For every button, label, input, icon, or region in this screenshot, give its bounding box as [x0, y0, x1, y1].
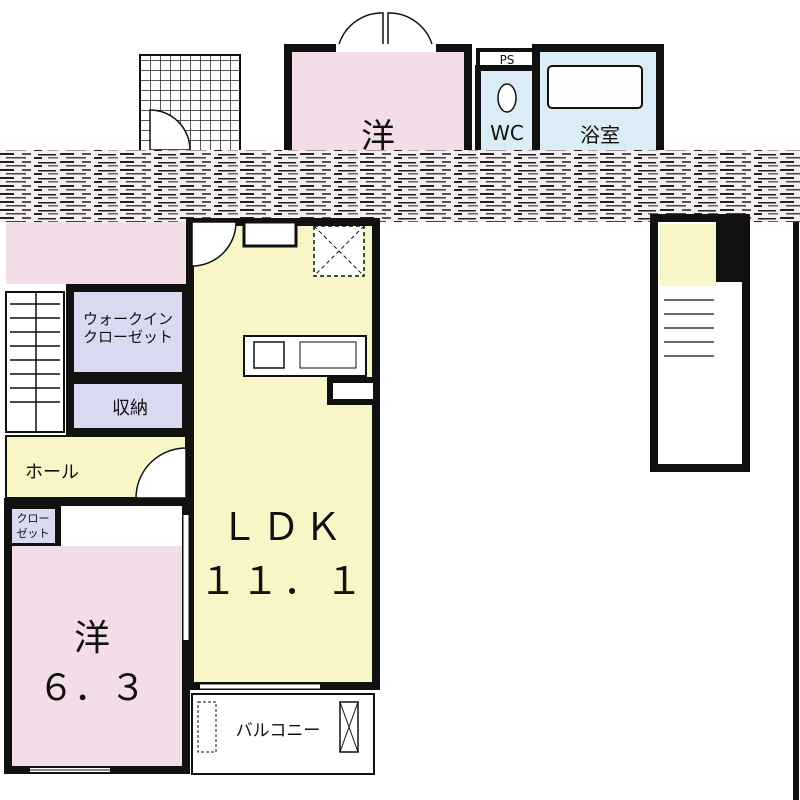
scan-artifact-band — [0, 150, 800, 222]
upper-section: 洋 PS WC 浴室 — [139, 12, 664, 162]
stove-icon — [299, 341, 357, 369]
room-size-ldk: １１．１ — [199, 559, 367, 603]
main-unit: ウォークイン クローゼット 収納 ホール クロー ゼット 洋 ６．３ ＬＤＫ — [4, 218, 380, 775]
door-swing-icon — [149, 109, 191, 151]
door-swing-icon — [337, 12, 384, 49]
sink-icon — [253, 341, 285, 369]
room-label-walk-in-closet-2: クローゼット — [83, 328, 173, 346]
room-size-west-lower: ６．３ — [38, 668, 146, 709]
room-label-closet-1: クロー — [17, 512, 50, 525]
appliance-icon — [242, 220, 298, 248]
room-label-walk-in-closet-1: ウォークイン — [83, 310, 173, 328]
room-label-ldk: ＬＤＫ — [220, 505, 346, 549]
room-label-wc: WC — [490, 121, 524, 145]
room-label-west-lower: 洋 — [74, 618, 110, 659]
room-west-upper — [284, 44, 472, 162]
bathtub-icon — [547, 65, 643, 109]
vent-icon — [197, 701, 217, 753]
door-swing-icon — [191, 221, 237, 267]
room-west-lower — [8, 546, 186, 770]
room-ldk — [186, 218, 380, 690]
room-label-balcony: バルコニー — [236, 721, 321, 741]
stairs — [5, 291, 65, 433]
door-swing-icon — [387, 12, 434, 49]
room-label-closet-2: ゼット — [17, 527, 50, 540]
room-label-hall: ホール — [25, 462, 79, 483]
room-label-ps: PS — [500, 53, 515, 67]
toilet-icon — [497, 83, 517, 113]
room-label-bath: 浴室 — [580, 123, 620, 147]
room-storage — [66, 376, 190, 436]
door-swing-icon — [135, 447, 187, 499]
adjacent-stairwell — [650, 214, 750, 472]
room-label-storage: 収納 — [112, 398, 148, 419]
